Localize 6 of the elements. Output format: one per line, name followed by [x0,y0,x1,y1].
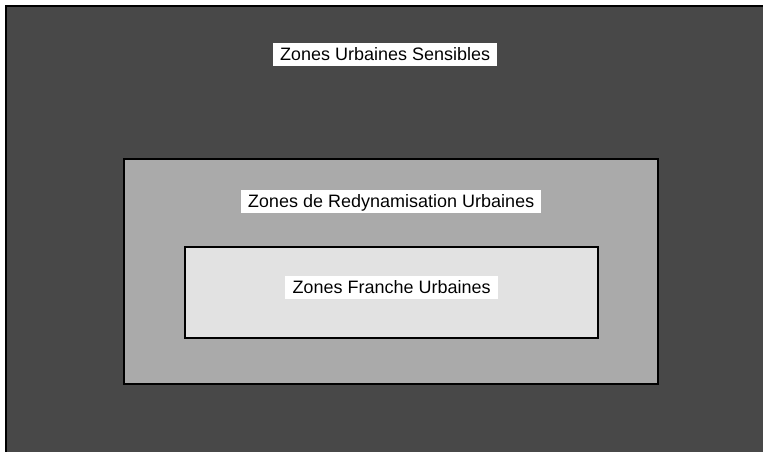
zone-box [5,5,763,452]
zone-box [184,246,599,339]
zone-label: Zones Franche Urbaines [285,276,498,299]
zone-label: Zones Urbaines Sensibles [272,43,498,66]
zone-box [123,158,659,385]
zone-label: Zones de Redynamisation Urbaines [240,190,542,213]
